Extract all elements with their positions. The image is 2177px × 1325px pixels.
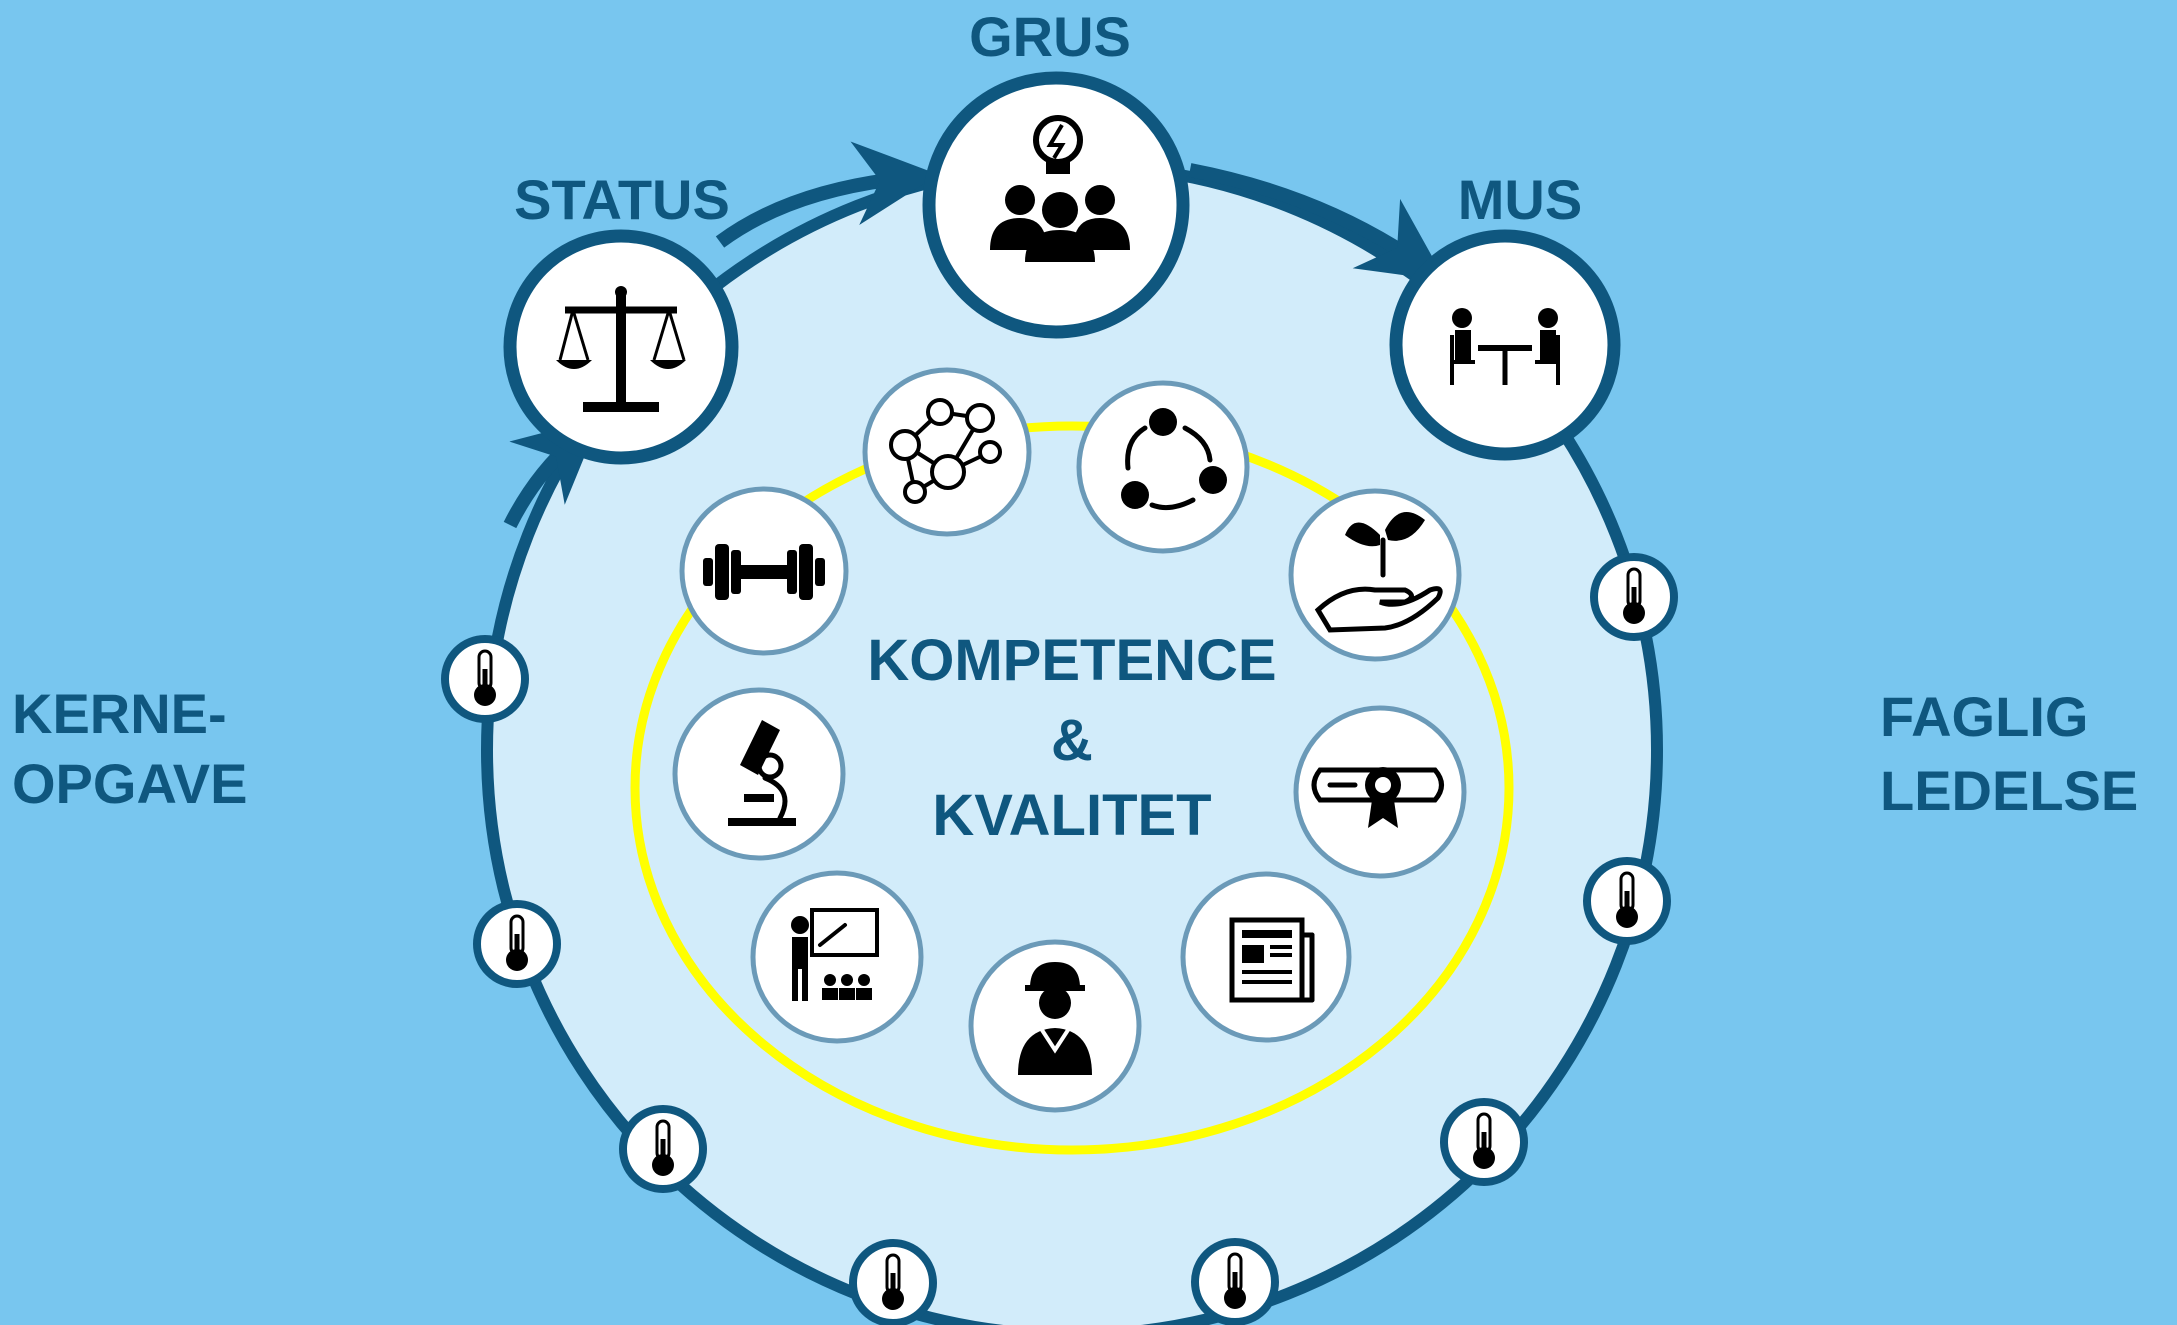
diploma-icon [1293, 705, 1467, 879]
thermometer-icon [441, 635, 529, 723]
arrow-status-to-grus [715, 141, 939, 248]
center-title-line3: KVALITET [932, 783, 1211, 848]
yellow-ring [630, 421, 1514, 1155]
thermometer-icon [619, 1105, 707, 1193]
thermometer-icon [1590, 553, 1678, 641]
center-title-line2: & [1051, 708, 1093, 773]
construction-worker-icon [968, 939, 1142, 1113]
idea-team-icon [990, 115, 1130, 262]
dumbbell-icon [679, 486, 849, 656]
grus-node [922, 71, 1190, 339]
thermometer-icon [1191, 1238, 1279, 1325]
inner-disc [487, 165, 1657, 1325]
microscope-icon [672, 687, 846, 861]
hand-plant-icon [1288, 488, 1462, 662]
thermometer-icon [849, 1239, 937, 1325]
teacher-presentation-icon [750, 870, 924, 1044]
scales-icon [556, 286, 686, 412]
faglig-label-line2: LEDELSE [1880, 759, 2138, 822]
thermometer-group [441, 553, 1678, 1325]
cycle-arrows-icon [1076, 380, 1250, 554]
mus-node [1389, 229, 1621, 461]
grus-label: GRUS [969, 5, 1131, 68]
arrow-grus-to-mus [1188, 163, 1446, 281]
mus-label: MUS [1458, 168, 1582, 231]
thermometer-icon [1440, 1098, 1528, 1186]
kerne-label-line1: KERNE- [12, 682, 227, 745]
inner-icons [672, 367, 1467, 1113]
center-title-line1: KOMPETENCE [867, 628, 1276, 693]
network-people-icon [862, 367, 1032, 537]
faglig-label-line1: FAGLIG [1880, 685, 2088, 748]
kerne-label-line2: OPGAVE [12, 752, 247, 815]
status-node [503, 229, 739, 465]
thermometer-icon [473, 900, 561, 988]
newspaper-icon [1180, 871, 1352, 1043]
thermometer-icon [1583, 857, 1671, 945]
status-label: STATUS [514, 168, 730, 231]
meeting-table-icon [1450, 308, 1560, 385]
